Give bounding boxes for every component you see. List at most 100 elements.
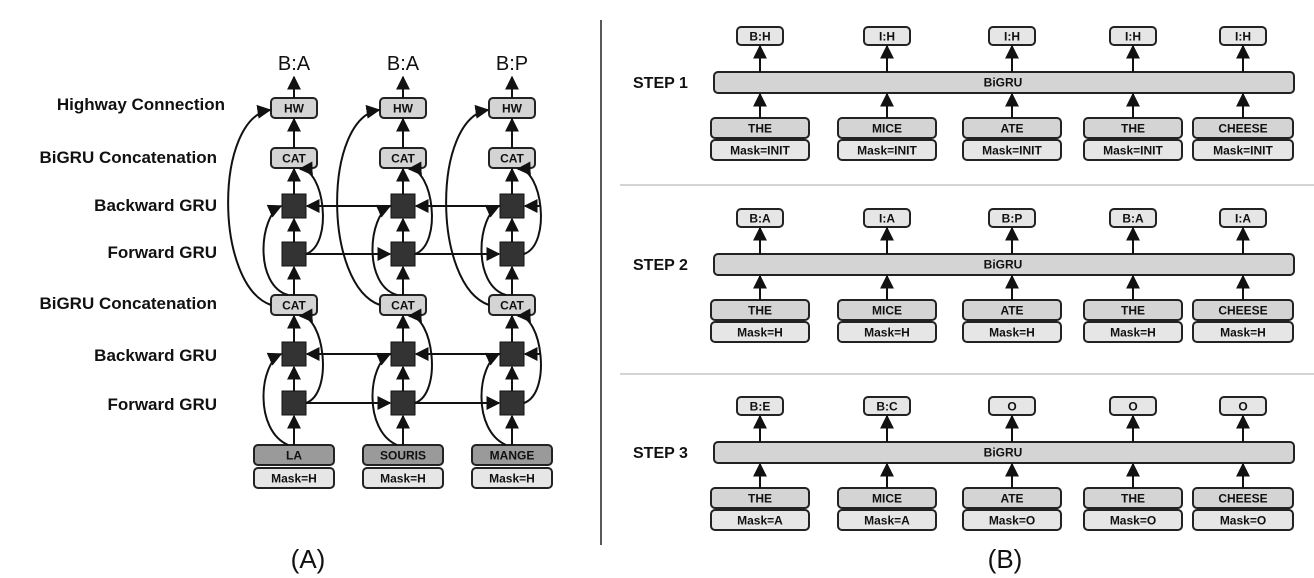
bigru-label: BiGRU [984,258,1023,272]
forward-to-cat-curve [407,161,433,255]
cat-box-bottom-label: CAT [500,299,524,313]
output-box-label: I:A [1235,212,1251,226]
panel-a-columns: B:AHWCATCATLAMask=HB:AHWCATCATSOURISMask… [227,53,553,489]
backward-gru-node-top [281,193,307,219]
mask-box [362,467,444,489]
backward-gru-node-bottom [281,341,307,367]
word-box-label: MICE [872,492,902,506]
backward-gru-node-bottom [499,341,525,367]
mask-box-label: Mask=A [864,514,910,528]
word-box-label: CHEESE [1218,492,1267,506]
output-box-label: I:H [1004,30,1020,44]
word-box-label: SOURIS [380,449,426,463]
mask-box [962,321,1062,343]
output-box-label: B:A [749,212,771,226]
cat-box-top-label: CAT [282,152,306,166]
row-label-backward-bottom: Backward GRU [94,346,217,365]
hw-box-label: HW [502,102,523,116]
output-box-label: O [1007,400,1016,414]
cat-to-backward-curve [262,204,289,296]
step-label: STEP 1 [633,75,688,92]
mask-box [471,467,553,489]
output-box-label: I:H [1235,30,1251,44]
panel-b-steps: STEP 1 BiGRU B:H THE Mask=INIT I:H MICE Mask=IN… [633,26,1295,531]
row-label-forward-top: Forward GRU [107,243,217,262]
forward-gru-node-top [281,241,307,267]
highway-curve [336,104,381,306]
column-output-label: B:P [496,53,528,75]
output-box-label: O [1238,400,1247,414]
bigru-label: BiGRU [984,76,1023,90]
bigru-bar [713,253,1295,276]
forward-to-cat-curve [298,161,324,255]
panel-a-caption: (A) [291,544,326,574]
mask-box [1083,139,1183,161]
bigru-label: BiGRU [984,446,1023,460]
mask-box [837,139,937,161]
backward-gru-node-top [390,193,416,219]
mask-box-label: Mask=H [1110,326,1156,340]
word-box-label: ATE [1000,304,1023,318]
word-box-label: THE [1121,304,1145,318]
mask-box-label: Mask=INIT [730,144,790,158]
word-box-label: THE [748,122,772,136]
cat-box-top-label: CAT [391,152,415,166]
mask-box [253,467,335,489]
forward-gru-node-top [390,241,416,267]
input-to-backward-curve [371,352,398,446]
column-output-label: B:A [278,53,311,75]
output-box-label: I:H [1125,30,1141,44]
mask-box-label: Mask=A [737,514,783,528]
word-box-label: ATE [1000,122,1023,136]
hw-box-label: HW [284,102,305,116]
forward-to-cat-curve [298,308,324,404]
mask-box [1083,321,1183,343]
output-box-label: B:C [876,400,898,414]
step-label: STEP 2 [633,257,688,274]
forward-to-cat-curve [516,308,542,404]
mask-box [962,139,1062,161]
mask-box-label: Mask=INIT [1213,144,1273,158]
word-box-label: LA [286,449,302,463]
mask-box-label: Mask=INIT [982,144,1042,158]
panel-a: Highway Connection BiGRU Concatenation B… [39,53,553,574]
bigru-bar [713,71,1295,94]
mask-box [962,509,1062,531]
cat-box-top-label: CAT [500,152,524,166]
forward-gru-node-bottom [390,390,416,416]
panel-b: STEP 1 BiGRU B:H THE Mask=INIT I:H MICE Mask=IN… [620,26,1314,574]
mask-box [1192,509,1294,531]
mask-box-label: Mask=H [380,472,426,486]
output-box-label: O [1128,400,1137,414]
mask-box [837,321,937,343]
row-label-concat-top: BiGRU Concatenation [39,148,217,167]
word-box-label: THE [1121,122,1145,136]
mask-box-label: Mask=O [1110,514,1156,528]
output-box-label: B:H [749,30,770,44]
mask-box [710,509,810,531]
highway-curve [445,104,490,306]
input-to-backward-curve [262,352,289,446]
panel-b-caption: (B) [988,544,1023,574]
backward-gru-node-top [499,193,525,219]
forward-gru-node-bottom [499,390,525,416]
step-label: STEP 3 [633,445,688,462]
mask-box-label: Mask=H [864,326,910,340]
output-box-label: B:P [1002,212,1023,226]
hw-box-label: HW [393,102,414,116]
word-box-label: CHEESE [1218,304,1267,318]
highway-curve [227,104,272,306]
output-box-label: I:H [879,30,895,44]
row-label-forward-bottom: Forward GRU [107,395,217,414]
word-box-label: CHEESE [1218,122,1267,136]
word-box-label: THE [1121,492,1145,506]
cat-to-backward-curve [371,204,398,296]
row-label-backward-top: Backward GRU [94,196,217,215]
mask-box-label: Mask=INIT [857,144,917,158]
mask-box-label: Mask=O [1220,514,1266,528]
column-output-label: B:A [387,53,420,75]
